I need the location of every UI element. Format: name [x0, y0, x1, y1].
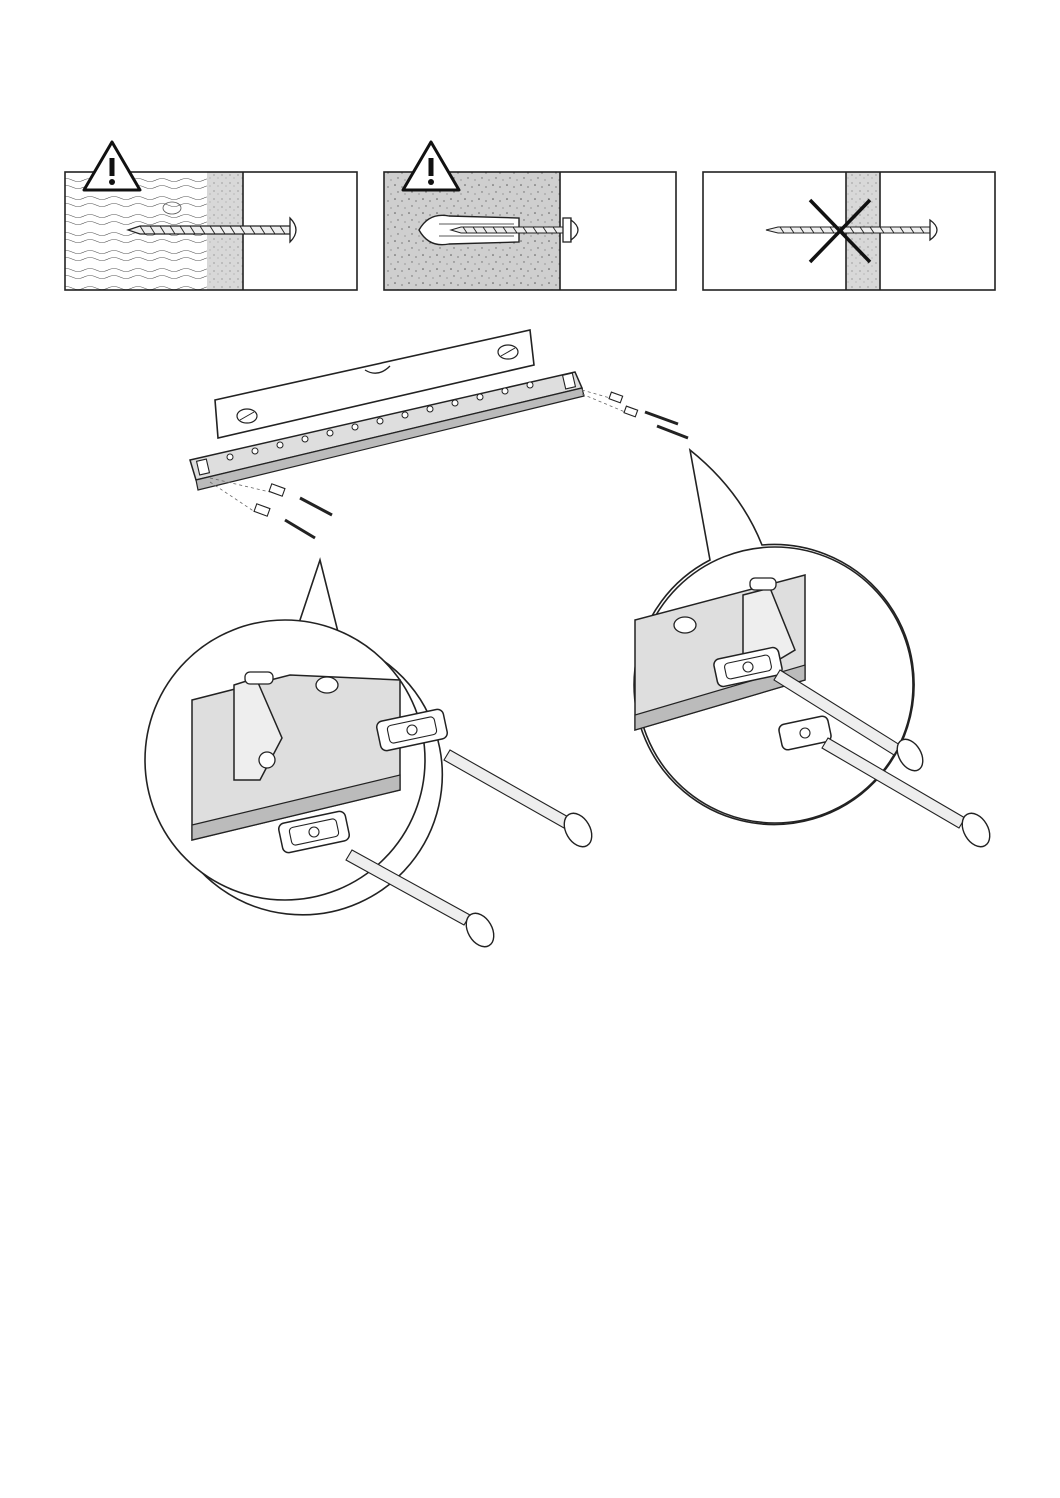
- warning-triangle-icon: [84, 142, 140, 190]
- screw-icon: [444, 750, 597, 852]
- left-detail-callout: [145, 560, 448, 915]
- screw-icon: [285, 520, 315, 538]
- screw-icon: [300, 498, 332, 515]
- wall-plug-icon: [269, 484, 285, 496]
- screw-icon: [657, 426, 688, 438]
- wood-stud-illustration: [60, 140, 360, 295]
- warning-triangle-icon: [403, 142, 459, 190]
- panel-plasterboard-forbidden: [698, 140, 998, 295]
- right-fixings: [582, 390, 688, 438]
- wall-plug-icon: [624, 406, 638, 417]
- screw-icon: [645, 412, 678, 424]
- wall-plug-icon: [254, 504, 270, 516]
- mounting-rail-assembly: [130, 320, 1010, 970]
- assembly-illustration: [130, 320, 1010, 970]
- panel-wood-stud: [60, 140, 360, 295]
- plasterboard-illustration: [698, 140, 998, 295]
- screw-icon: [346, 850, 499, 952]
- panel-concrete: [379, 140, 679, 295]
- left-fixings: [210, 478, 332, 538]
- wall-plug-icon: [609, 392, 623, 403]
- concrete-illustration: [379, 140, 679, 295]
